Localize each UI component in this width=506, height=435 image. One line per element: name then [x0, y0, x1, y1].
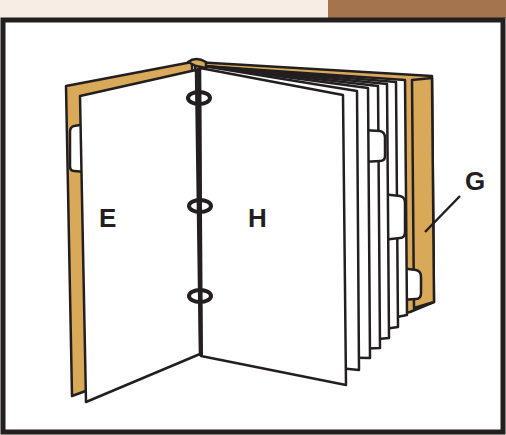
ring	[189, 200, 211, 212]
spine-top	[188, 59, 206, 68]
callout-letter: H	[248, 205, 267, 231]
callout-letter: G	[465, 168, 485, 194]
ring	[188, 92, 210, 104]
callout-letter: E	[99, 205, 116, 231]
ring	[189, 290, 211, 302]
left-page	[80, 70, 200, 402]
frame	[3, 20, 503, 432]
rings	[188, 92, 211, 302]
top-band	[328, 0, 506, 18]
binder	[66, 59, 434, 402]
right-page	[200, 68, 346, 385]
leader-line	[425, 196, 460, 232]
